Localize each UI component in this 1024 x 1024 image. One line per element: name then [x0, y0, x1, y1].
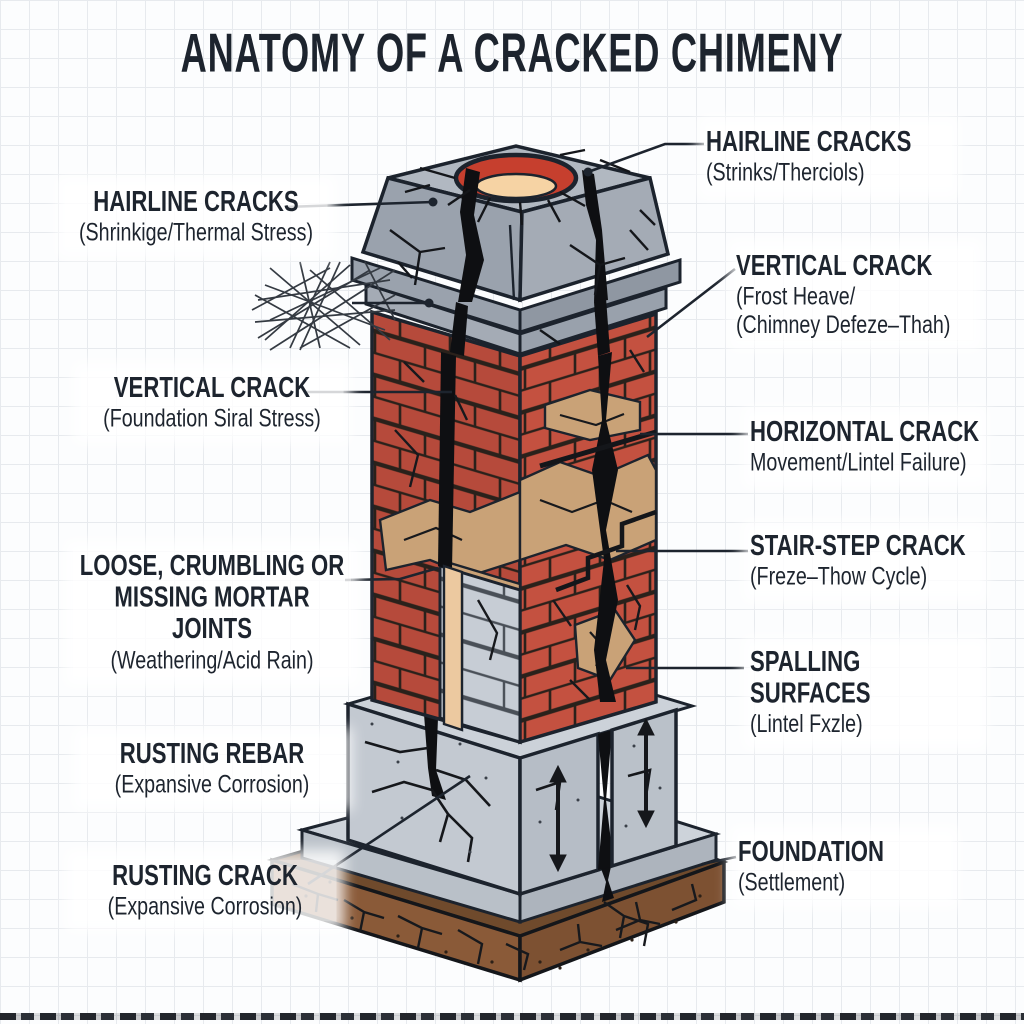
- brick-column: [370, 309, 658, 745]
- soil-root-cracks: [291, 882, 698, 971]
- leader-mortar-joints: [344, 566, 439, 582]
- crack-pattern-sketch: [251, 261, 396, 351]
- settlement-arrow-left: [549, 764, 567, 873]
- settlement-arrow-right: [637, 717, 655, 829]
- label-stair-step-crack: STAIR-STEP CRACK (Freze–Thow Cycle): [750, 530, 980, 593]
- label-heading: VERTICAL CRACK: [736, 250, 933, 282]
- brick-hairline-cracks: [394, 349, 646, 701]
- label-subtext: (Settlement): [738, 868, 846, 898]
- vertical-crack-right-face: [592, 352, 618, 702]
- label-subtext: (Lintel Fxzle): [750, 710, 863, 739]
- label-heading: VERTICAL CRACK: [113, 372, 311, 404]
- crown-crack-right: [582, 170, 608, 302]
- crown-crack-left: [458, 168, 484, 302]
- label-rusting-crack: RUSTING CRACK (Expansive Corrosion): [73, 860, 337, 923]
- flue-inner-liner: [474, 172, 558, 200]
- label-rusting-rebar: RUSTING REBAR (Expansive Corrosion): [80, 738, 344, 801]
- label-subtext: (Strinks/Therciols): [706, 158, 865, 188]
- stair-step-crack: [555, 509, 657, 593]
- label-heading: RUSTING CRACK: [112, 860, 298, 892]
- label-subtext: (Frost Heave/ (Chimney Defeze–Thah): [736, 282, 951, 340]
- label-vertical-crack-left: VERTICAL CRACK (Foundation Siral Stress): [80, 372, 344, 435]
- rusting-rebar-strip: [442, 564, 464, 732]
- chimney-crown: [360, 144, 671, 356]
- foundation-fissure: [424, 714, 446, 800]
- leader-foundation: [701, 855, 737, 866]
- label-horizontal-crack: HORIZONTAL CRACK Movement/Lintel Failure…: [750, 416, 980, 479]
- label-subtext: (Expansive Corrosion): [114, 770, 310, 800]
- label-subtext: (Freze–Thow Cycle): [750, 562, 928, 592]
- label-hairline-cracks-right: HAIRLINE CRACKS (Strinks/Therciols): [706, 126, 952, 189]
- slab-settlement-crack: [600, 862, 614, 902]
- page-title: ANATOMY OF A CRACKED CHIMENY: [180, 23, 844, 84]
- label-hairline-cracks-left: HAIRLINE CRACKS (Shrinkige/Thermal Stres…: [64, 186, 328, 249]
- vertical-crack-left-face: [438, 352, 456, 570]
- leader-lines: [284, 142, 748, 886]
- label-subtext: (Foundation Siral Stress): [103, 404, 321, 434]
- label-subtext: (Weathering/Acid Rain): [110, 646, 314, 675]
- label-foundation: FOUNDATION (Settlement): [738, 836, 952, 899]
- label-heading: HORIZONTAL CRACK: [750, 416, 980, 448]
- label-heading: FOUNDATION: [738, 836, 884, 868]
- label-mortar-joints: LOOSE, CRUMBLING OR MISSING MORTAR JOINT…: [72, 550, 352, 676]
- label-spalling-surfaces: SPALLING SURFACES (Lintel Fxzle): [750, 646, 980, 740]
- leader-vertical-right: [646, 267, 736, 339]
- label-vertical-crack-right: VERTICAL CRACK (Frost Heave/ (Chimney De…: [736, 250, 974, 341]
- horizontal-crack: [539, 429, 657, 469]
- label-heading: HAIRLINE CRACKS: [93, 186, 299, 218]
- leader-hairline-right: [587, 142, 704, 174]
- label-subtext: (Expansive Corrosion): [107, 892, 303, 922]
- label-heading: HAIRLINE CRACKS: [706, 126, 912, 158]
- label-heading: SPALLING SURFACES: [750, 646, 871, 710]
- label-heading: RUSTING REBAR: [119, 738, 305, 770]
- label-subtext: (Shrinkige/Thermal Stress): [78, 218, 314, 248]
- foundation-speckles: [370, 722, 662, 854]
- label-heading: STAIR-STEP CRACK: [750, 530, 966, 562]
- ground-texture-strip: [0, 1013, 1024, 1020]
- crown-hairline-cracks: [389, 148, 656, 345]
- foundation-settlement-crack: [598, 730, 614, 870]
- label-heading: LOOSE, CRUMBLING OR MISSING MORTAR JOINT…: [79, 550, 345, 645]
- label-subtext: Movement/Lintel Failure): [750, 448, 967, 478]
